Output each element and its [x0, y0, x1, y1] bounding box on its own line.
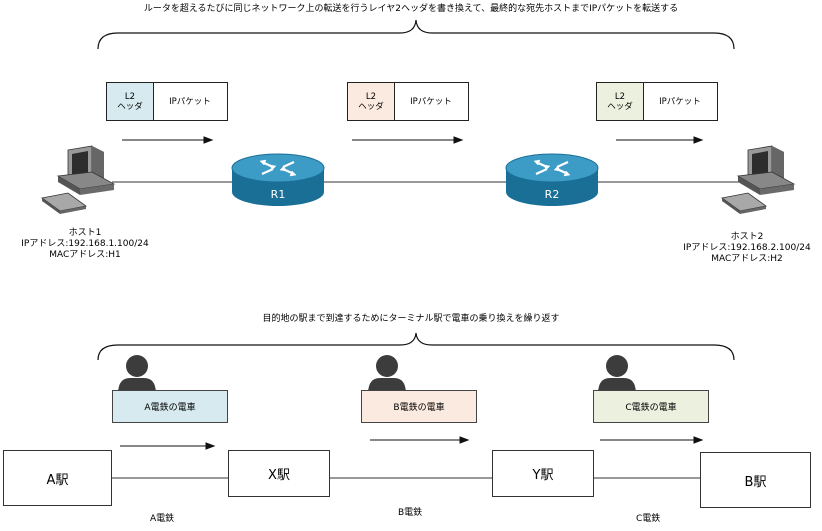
router-r1-icon	[231, 153, 325, 206]
train-a: A電鉄の電車	[112, 390, 228, 423]
host2-mac: MACアドレス:H2	[711, 254, 783, 264]
network-caption: ルータを超えるたびに同じネットワーク上の転送を行うレイヤ2ヘッダを書き換えて、最…	[143, 4, 679, 14]
arrow-3	[616, 136, 704, 144]
router-r1-label: R1	[270, 188, 286, 201]
line-b-label: B電鉄	[398, 508, 423, 518]
frame-3-header: L2 ヘッダ	[597, 83, 644, 120]
train-c: C電鉄の電車	[593, 390, 709, 423]
person-icon-1	[118, 355, 156, 394]
frame-1-payload: IPパケット	[169, 96, 211, 107]
frame-2-header-label: L2 ヘッダ	[358, 91, 384, 112]
arrow-1	[122, 136, 214, 144]
arrow-4	[120, 442, 216, 450]
host1-mac: MACアドレス:H1	[49, 250, 121, 260]
frame-2: L2 ヘッダ IPパケット	[347, 82, 469, 121]
frame-1-header: L2 ヘッダ	[107, 83, 154, 120]
frame-1-header-label: L2 ヘッダ	[117, 91, 143, 112]
host2-ip: IPアドレス:192.168.2.100/24	[683, 243, 811, 253]
arrow-6	[600, 436, 704, 444]
station-x: X駅	[228, 450, 330, 497]
router-r2-icon	[505, 153, 599, 206]
station-y: Y駅	[492, 450, 594, 497]
arrow-2	[352, 136, 464, 144]
line-c-label: C電鉄	[636, 514, 661, 524]
frame-3-header-label: L2 ヘッダ	[607, 91, 633, 112]
person-icon-3	[598, 355, 636, 394]
line-a-label: A電鉄	[150, 514, 175, 524]
host1-info: ホスト1 IPアドレス:192.168.1.100/24 MACアドレス:H1	[10, 228, 160, 261]
arrow-5	[370, 436, 470, 444]
frame-2-header: L2 ヘッダ	[348, 83, 395, 120]
host2-info: ホスト2 IPアドレス:192.168.2.100/24 MACアドレス:H2	[672, 232, 822, 265]
host1-name: ホスト1	[68, 228, 102, 238]
train-caption: 目的地の駅まで到達するためにターミナル駅で電車の乗り換えを繰り返す	[262, 314, 560, 324]
frame-3: L2 ヘッダ IPパケット	[596, 82, 718, 121]
person-icon-2	[368, 355, 406, 394]
station-b: B駅	[700, 452, 811, 508]
host2-name: ホスト2	[730, 232, 764, 242]
router-r2-label: R2	[544, 188, 560, 201]
bottom-brace	[97, 332, 735, 361]
frame-2-payload: IPパケット	[410, 96, 452, 107]
top-brace	[97, 19, 735, 50]
host1-ip: IPアドレス:192.168.1.100/24	[21, 239, 149, 249]
host2-computer-icon	[721, 145, 796, 214]
frame-1: L2 ヘッダ IPパケット	[106, 82, 228, 121]
host1-computer-icon	[41, 145, 116, 214]
station-a: A駅	[3, 450, 112, 506]
train-b: B電鉄の電車	[361, 390, 477, 423]
frame-3-payload: IPパケット	[659, 96, 701, 107]
